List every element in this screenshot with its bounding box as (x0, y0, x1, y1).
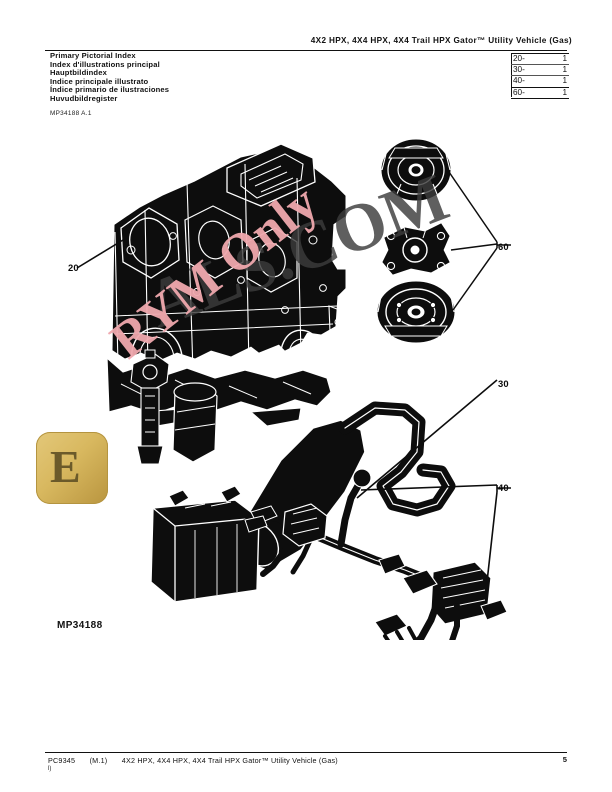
parts-illustration (45, 120, 567, 640)
footer-revision: (M.1) (89, 756, 108, 765)
callout-20[interactable]: 20 (68, 262, 79, 273)
page-header-title: 4X2 HPX, 4X4 HPX, 4X4 Trail HPX Gator™ U… (310, 36, 572, 45)
starter-motor-art (130, 349, 170, 465)
leader-30 (356, 379, 498, 499)
index-title-de: Hauptbildindex (50, 68, 107, 78)
figure-id-label: MP34188 A.1 (50, 110, 92, 117)
wiring-harness-art (239, 468, 508, 640)
footer-doc-code: PC9345 (48, 756, 76, 765)
ref-section: 30- (513, 65, 525, 75)
index-title-es: Índice primario de ilustraciones (50, 85, 170, 95)
ref-section: 20- (513, 54, 525, 63)
pictorial-index-titles: Primary Pictorial Index Index d'illustra… (50, 51, 350, 104)
bracket-middle-art (382, 223, 450, 275)
table-row[interactable]: 40- 1 (511, 75, 569, 87)
footer-info: PC9345 (M.1) 4X2 HPX, 4X4 HPX, 4X4 Trail… (48, 756, 338, 765)
leader-20 (76, 239, 124, 269)
index-title-fr: Index d'illustrations principal (50, 59, 160, 69)
illustration-id-label: MP34188 (57, 620, 103, 631)
callout-60[interactable]: 60 (498, 241, 509, 252)
callout-40[interactable]: 40 (498, 482, 509, 493)
table-row[interactable]: 60- 1 (511, 87, 569, 99)
ref-qty: 1 (562, 76, 567, 86)
footer-sub-marker: l) (48, 766, 52, 772)
table-row[interactable]: 30- 1 (511, 64, 569, 76)
reference-table-left-rule (511, 53, 512, 97)
ref-section: 40- (513, 76, 525, 86)
ref-qty: 1 (562, 87, 567, 97)
ref-section: 60- (513, 87, 525, 97)
ref-qty: 1 (562, 54, 567, 63)
leader-lines-60 (448, 171, 511, 311)
table-row[interactable]: 20- 1 (511, 53, 569, 65)
index-title-sv: Huvudbildregister (50, 93, 118, 103)
battery-art (150, 485, 260, 603)
engine-block-art (106, 143, 348, 427)
ref-qty: 1 (562, 65, 567, 75)
header-divider (45, 50, 567, 51)
index-title-en: Primary Pictorial Index (50, 51, 136, 60)
pulley-lower-art (377, 281, 455, 343)
footer-divider (45, 752, 567, 753)
callout-30[interactable]: 30 (498, 378, 509, 389)
muffler-art (230, 401, 456, 571)
index-title-it: Indice principale illustrato (50, 76, 149, 86)
pulley-upper-art (381, 139, 451, 201)
leader-40 (360, 484, 511, 583)
reference-table: 20- 1 30- 1 40- 1 60- 1 (511, 53, 569, 99)
footer-title: 4X2 HPX, 4X4 HPX, 4X4 Trail HPX Gator™ U… (121, 756, 338, 765)
oil-filter-art (172, 382, 218, 463)
page-number: 5 (562, 755, 567, 764)
